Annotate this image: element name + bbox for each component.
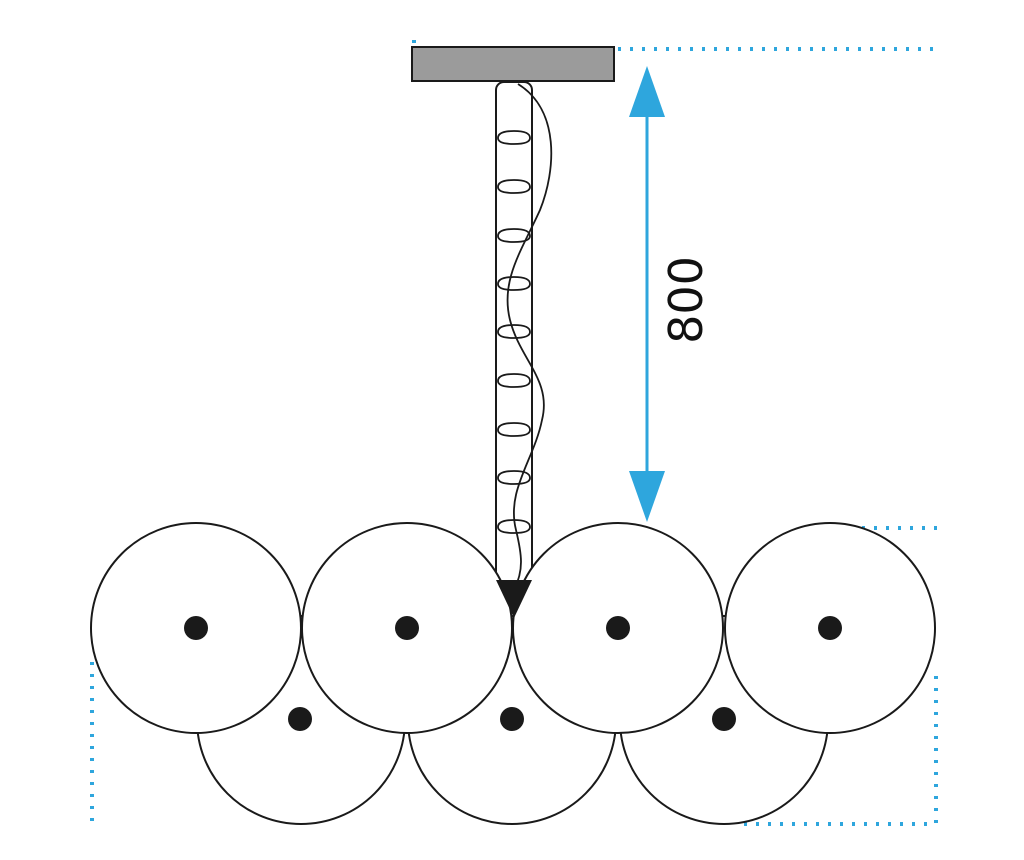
- ceiling-plate: [411, 46, 615, 82]
- rod-ring: [497, 373, 531, 388]
- rod-rings: [497, 130, 531, 534]
- bulb-dot: [606, 616, 630, 640]
- height-dimension-label: 800: [659, 256, 713, 344]
- arrow-head-up: [629, 66, 665, 117]
- rod-ring: [497, 228, 531, 243]
- rod-ring: [497, 130, 531, 145]
- rod-ring: [497, 422, 531, 437]
- front-bulb-dots: [184, 616, 842, 640]
- bulb-dot: [395, 616, 419, 640]
- rod-ring: [497, 470, 531, 485]
- rod-ring: [497, 324, 531, 339]
- rod-ring: [497, 179, 531, 194]
- rod-ring: [497, 519, 531, 534]
- rod-ring: [497, 276, 531, 291]
- bulb-dot: [818, 616, 842, 640]
- power-cable: [506, 83, 553, 591]
- bulb-dot: [712, 707, 736, 731]
- bulb-dot: [288, 707, 312, 731]
- bulb-dot: [184, 616, 208, 640]
- bulb-dot: [500, 707, 524, 731]
- arrow-head-down: [629, 471, 665, 522]
- rear-bulb-dots: [288, 707, 736, 731]
- height-dimension-arrow: [629, 66, 665, 522]
- rod-end-cap: [496, 580, 532, 618]
